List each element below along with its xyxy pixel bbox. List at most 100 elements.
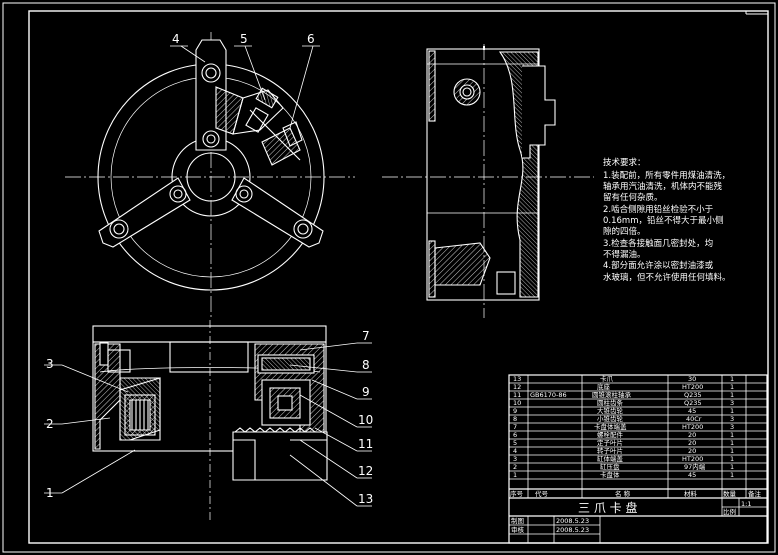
callout-5: 5 [240, 32, 248, 46]
tech-requirements: 技术要求： 1.装配前，所有零件用煤油清洗， 轴承用汽油清洗，机体内不能残 留有… [603, 157, 731, 283]
bom-code: GB6170-86 [530, 391, 567, 399]
scale-label: 比例 [723, 507, 736, 516]
bom-name: 卡爪 [600, 374, 614, 383]
bom-mat: 1 [730, 455, 734, 463]
bom-name: 螺栓配件 [597, 430, 624, 439]
callouts-right [289, 342, 372, 507]
tech-line: 2.啮合侧隙用铅丝检验不小于 [603, 204, 714, 215]
bom-no: 13 [513, 375, 521, 383]
bom-mat: 1 [730, 375, 734, 383]
tech-line: 1.装配前，所有零件用煤油清洗， [603, 170, 730, 181]
callout-2: 2 [46, 417, 54, 431]
design-label: 制图 [511, 516, 524, 525]
bom-no: 1 [513, 471, 517, 479]
bom-qty: HT200 [682, 383, 703, 391]
tech-line: 隙的四倍。 [603, 226, 646, 237]
bom-qty: 20 [688, 439, 696, 447]
bom-mat: 3 [730, 415, 734, 423]
bom-qty: 30 [688, 375, 696, 383]
bom-name: 缸压盘 [600, 462, 620, 471]
bom-no: 2 [513, 463, 517, 471]
inner-frame [28, 10, 769, 544]
bom-no: 7 [513, 423, 517, 431]
callout-8: 8 [362, 358, 370, 372]
tech-line: 水玻璃，但不允许使用任何填料。 [603, 272, 731, 283]
tech-line: 3.检查各接触面几密封处，均 [603, 238, 713, 249]
bom-no: 5 [513, 439, 517, 447]
bom-qty: 20 [688, 447, 696, 455]
callouts-left [44, 364, 136, 494]
bom-mat: 1 [730, 439, 734, 447]
bom-mat: 1 [730, 447, 734, 455]
bom-qty: Q235 [684, 399, 702, 407]
callout-6: 6 [307, 32, 315, 46]
bom-name: 圆柱齿条 [597, 398, 624, 407]
bom-header-name: 名 称 [615, 489, 631, 498]
bom-mat: 3 [730, 399, 734, 407]
bom-name: 圆锥滚柱轴承 [592, 390, 632, 399]
front-view [65, 32, 355, 318]
bom-mat: 3 [730, 423, 734, 431]
section-view [92, 320, 328, 520]
bom-mat: 1 [730, 391, 734, 399]
callout-1: 1 [46, 486, 54, 500]
bom-qty: 45 [688, 407, 696, 415]
bom-name: 卡盘体 [600, 470, 620, 479]
bom-name: 大锥齿轮 [597, 406, 624, 415]
bom-mat: 1 [730, 431, 734, 439]
callouts-top [170, 45, 320, 129]
bom-no: 10 [513, 399, 521, 407]
bom-no: 11 [513, 391, 521, 399]
bom-no: 12 [513, 383, 521, 391]
callout-4: 4 [172, 32, 180, 46]
bom-qty: Q235 [684, 391, 702, 399]
bom-name: 小锥齿轮 [597, 414, 624, 423]
tech-line: 不得漏油。 [603, 249, 646, 260]
drawing-title: 三 爪 卡 盘 [578, 500, 637, 515]
tech-line: 0.16mm，铅丝不得大于最小侧 [603, 215, 724, 226]
check-label: 审核 [511, 525, 525, 534]
bom-header-note: 备注 [748, 489, 762, 498]
design-date: 2008.5.23 [556, 517, 589, 525]
bom-mat: 1 [730, 471, 734, 479]
bom-header-code: 代号 [535, 489, 549, 498]
bom-table [508, 374, 768, 544]
bom-qty: 40Cr [686, 415, 702, 423]
bom-header-mat: 材料 [684, 489, 698, 498]
bom-no: 3 [513, 455, 517, 463]
bom-no: 6 [513, 431, 517, 439]
bom-name: 定子叶片 [597, 438, 623, 447]
bom-qty: HT200 [682, 455, 703, 463]
bom-name: 转子叶片 [597, 446, 623, 455]
bom-qty: HT200 [682, 423, 703, 431]
bom-no: 8 [513, 415, 517, 423]
callout-13: 13 [358, 492, 373, 506]
bom-no: 9 [513, 407, 517, 415]
callout-12: 12 [358, 464, 373, 478]
callout-7: 7 [362, 329, 370, 343]
callout-10: 10 [358, 413, 373, 427]
callout-11: 11 [358, 437, 373, 451]
bom-name: 底座 [597, 382, 611, 391]
callout-3: 3 [46, 357, 54, 371]
bom-header-no: 序号 [510, 489, 524, 498]
bom-no: 4 [513, 447, 517, 455]
bom-qty: 20 [688, 431, 696, 439]
bom-mat: 1 [730, 407, 734, 415]
tech-line: 留有任何杂质。 [603, 192, 663, 203]
bom-qty: 97内端 [684, 462, 706, 471]
tech-title: 技术要求： [603, 157, 646, 168]
side-view [382, 44, 594, 318]
bom-mat: 1 [730, 383, 734, 391]
check-date: 2008.5.23 [556, 526, 589, 534]
bom-name: 卡盘体端盖 [594, 422, 627, 431]
tech-line: 轴承用汽油清洗，机体内不能残 [603, 181, 723, 192]
bom-mat: 1 [730, 463, 734, 471]
scale-value: 1:1 [741, 500, 751, 508]
tech-line: 4.部分面允许涂以密封油漆或 [603, 260, 714, 271]
bom-name: 缸体端盖 [597, 454, 624, 463]
bom-qty: 45 [688, 471, 696, 479]
bom-rows: 13 卡爪 30 1 12 底座 HT200 1 11 GB6170-86 圆锥… [510, 374, 762, 534]
